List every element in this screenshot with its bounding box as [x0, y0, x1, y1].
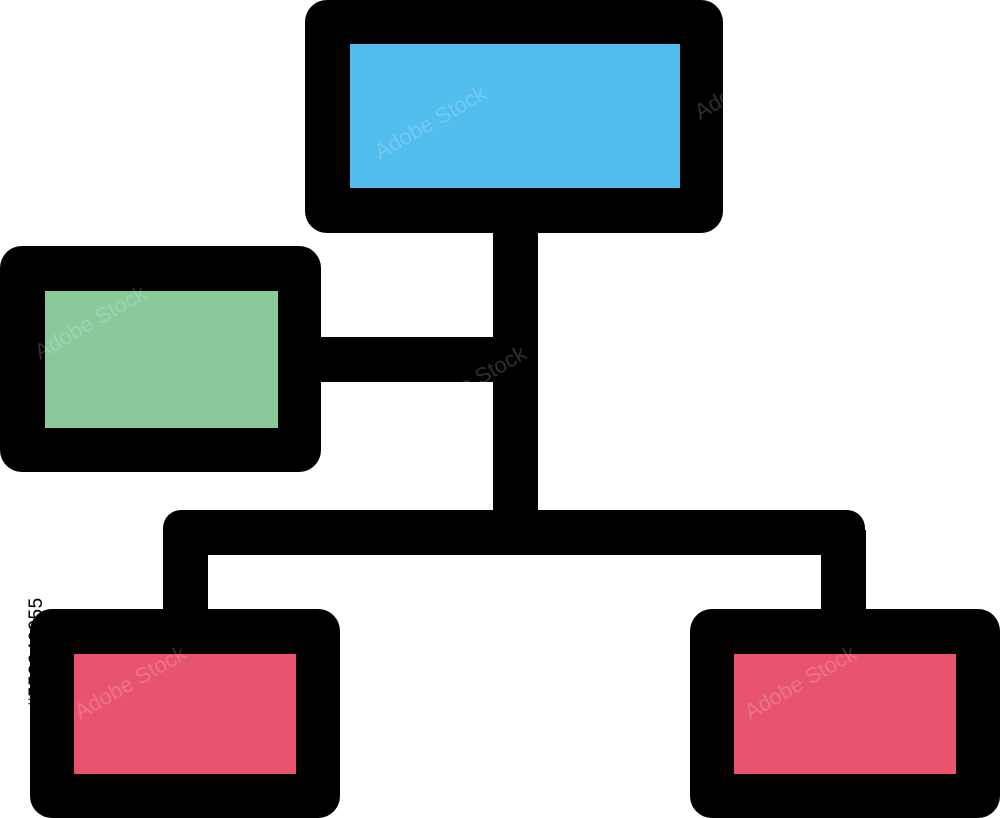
side-node	[0, 246, 321, 472]
watermark-text: Adobe Stock	[450, 600, 571, 685]
side-branch-connector	[315, 337, 515, 382]
root-node	[305, 0, 723, 233]
child-node-right	[690, 609, 1000, 818]
left-drop-connector	[163, 530, 208, 622]
child-node-left-fill	[74, 654, 296, 774]
watermark-text: Adobe Stock	[750, 300, 871, 385]
right-drop-connector	[821, 530, 866, 622]
child-node-right-fill	[734, 654, 956, 774]
connector-lines	[163, 225, 866, 622]
side-node-fill	[45, 291, 278, 428]
child-node-left	[30, 609, 340, 818]
stock-id-label: #553946955	[26, 597, 47, 708]
root-node-fill	[350, 44, 680, 188]
horizontal-bus-connector	[163, 510, 865, 555]
watermark-text: Adobe Stock	[0, 0, 121, 64]
